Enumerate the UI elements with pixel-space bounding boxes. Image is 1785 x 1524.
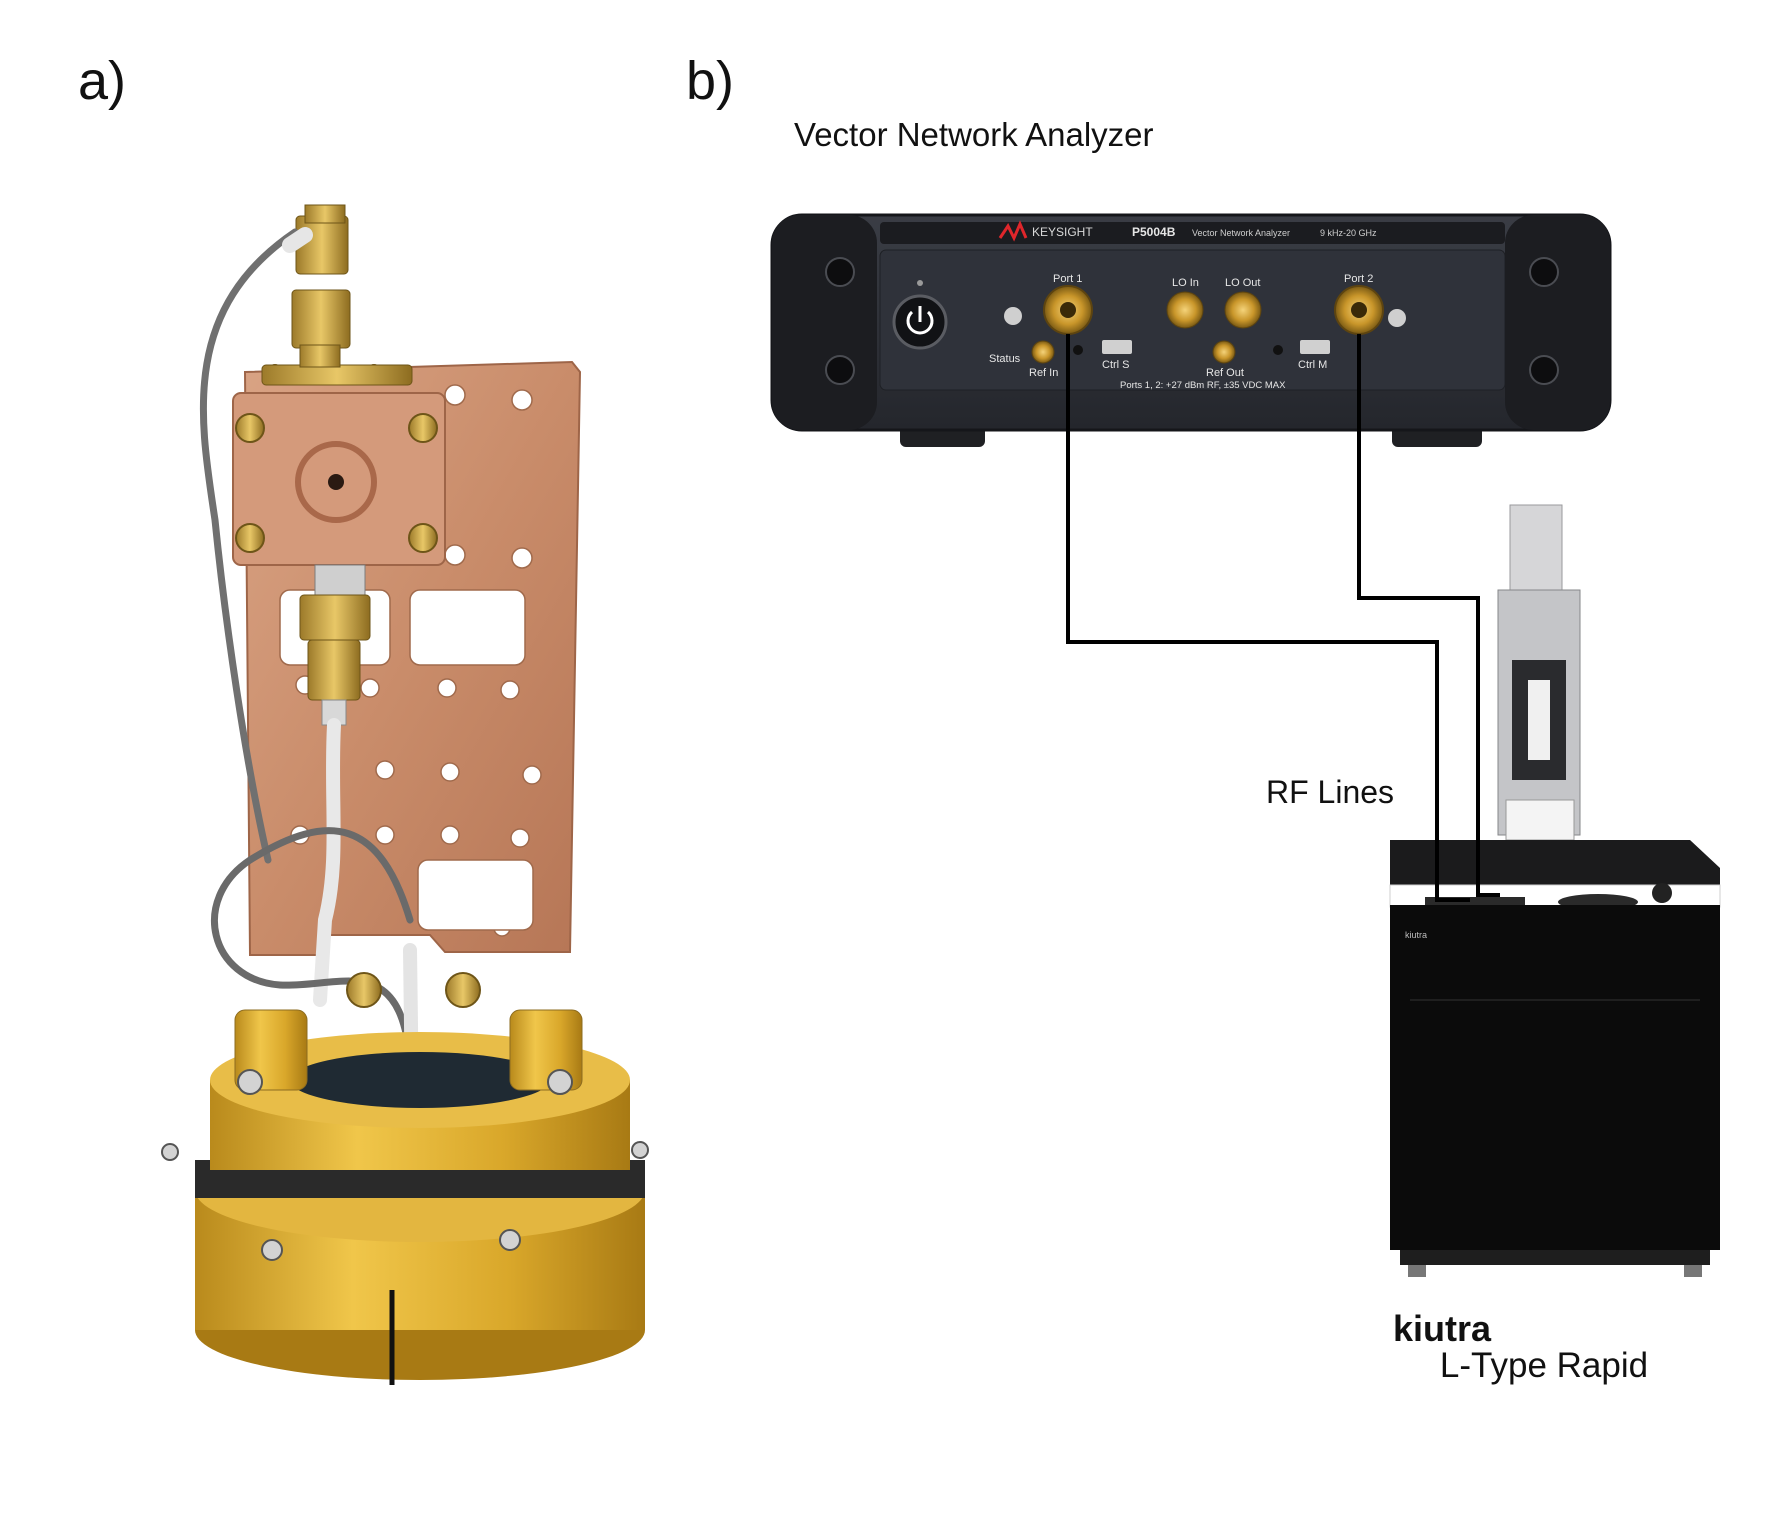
vna-brand: KEYSIGHT [1032,225,1093,239]
vna-model: P5004B [1132,225,1176,239]
ref-in-label: Ref In [1029,367,1058,379]
plate-nuts [346,972,481,1008]
lo-out-connector[interactable] [1224,291,1262,329]
warning-label: Ports 1, 2: +27 dBm RF, ±35 VDC MAX [1120,380,1286,391]
rf-lines-caption: RF Lines [1266,774,1395,810]
plate-holes [279,384,542,937]
vna-range: 9 kHz-20 GHz [1320,228,1377,238]
lo-out-label: LO Out [1225,277,1260,289]
lo-in-label: LO In [1172,277,1199,289]
gold-base [195,1009,645,1385]
cryostat-body [1390,905,1720,1250]
rf-line-port2 [1357,334,1500,897]
ctrl-m-label: Ctrl M [1298,359,1327,371]
cryostat-side-label: kiutra [1405,930,1427,940]
status-label: Status [989,353,1021,365]
power-icon [906,306,934,335]
ref-out-label: Ref Out [1206,367,1244,379]
ctrl-m-port[interactable] [1300,340,1330,354]
ctrl-s-port[interactable] [1102,340,1132,354]
panel-label-a: a) [78,51,127,111]
cryostat-brand-caption: kiutra [1392,1308,1492,1349]
ctrl-s-label: Ctrl S [1102,359,1130,371]
base-screws [161,1069,649,1261]
vna-description: Vector Network Analyzer [1192,228,1290,238]
ref-out-connector[interactable] [1212,340,1236,364]
lo-in-connector[interactable] [1166,291,1204,329]
vna-caption: Vector Network Analyzer [794,116,1154,153]
keysight-logo-icon [998,220,1028,242]
cryostat-instrument: kiutra [1389,504,1721,1277]
rf-lines [1066,334,1500,902]
cryostat-model-caption: L-Type Rapid [1439,1346,1649,1385]
middle-sma-connector [299,564,371,726]
block-ring [295,441,377,523]
port2-label: Port 2 [1344,273,1373,285]
vna-instrument: KEYSIGHT P5004B Vector Network Analyzer … [770,213,1612,447]
loading-arm [1497,589,1581,836]
port1-label: Port 1 [1053,273,1082,285]
panel-label-b: b) [686,51,735,111]
ref-in-connector[interactable] [1031,340,1055,364]
sample-holder-illustration [161,204,649,1385]
rf-line-port1 [1066,334,1470,902]
top-sma-connector [261,204,413,386]
